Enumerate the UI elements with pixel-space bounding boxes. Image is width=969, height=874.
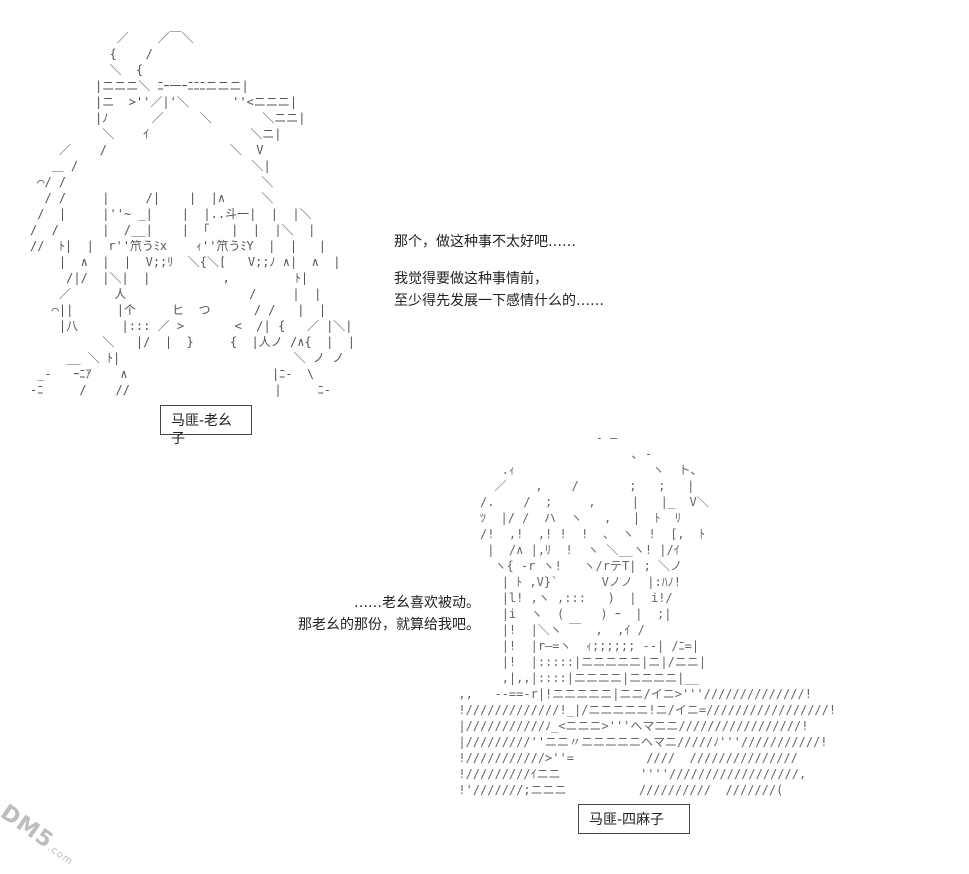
- top-character-ascii-art: ／ ／￣＼ { / ＼ { |ニニニ＼ ﾆｰ一ｰﾆﾆﾆニニニ| |ニ >''／|…: [30, 31, 355, 397]
- dialog-text: ……老幺喜欢被动。: [354, 595, 480, 611]
- bottom-character-ascii-art: ‐ ― ､ - .ｨ ヽ ト、 ／ , / ; ; | /. / ; , | |…: [458, 431, 837, 797]
- dialog-text: 我觉得要做这种事情前，: [394, 271, 548, 287]
- top-dialog-line-1: 那个，做这种事不太好吧……: [394, 231, 576, 253]
- bottom-nameplate: 马匪-四麻子: [578, 804, 690, 834]
- bottom-dialog: ……老幺喜欢被动。 那老幺的那份，就算给我吧。: [284, 592, 480, 636]
- dialog-text: 那个，做这种事不太好吧……: [394, 234, 576, 250]
- dialog-text: 至少得先发展一下感情什么的……: [394, 293, 604, 309]
- watermark-logo: DM5.com: [0, 800, 81, 870]
- dialog-text: 那老幺的那份，就算给我吧。: [298, 617, 480, 633]
- watermark-subtext: .com: [45, 842, 75, 868]
- top-dialog-lines-2-3: 我觉得要做这种事情前， 至少得先发展一下感情什么的……: [394, 268, 604, 312]
- top-nameplate: 马匪-老幺子: [160, 405, 252, 447]
